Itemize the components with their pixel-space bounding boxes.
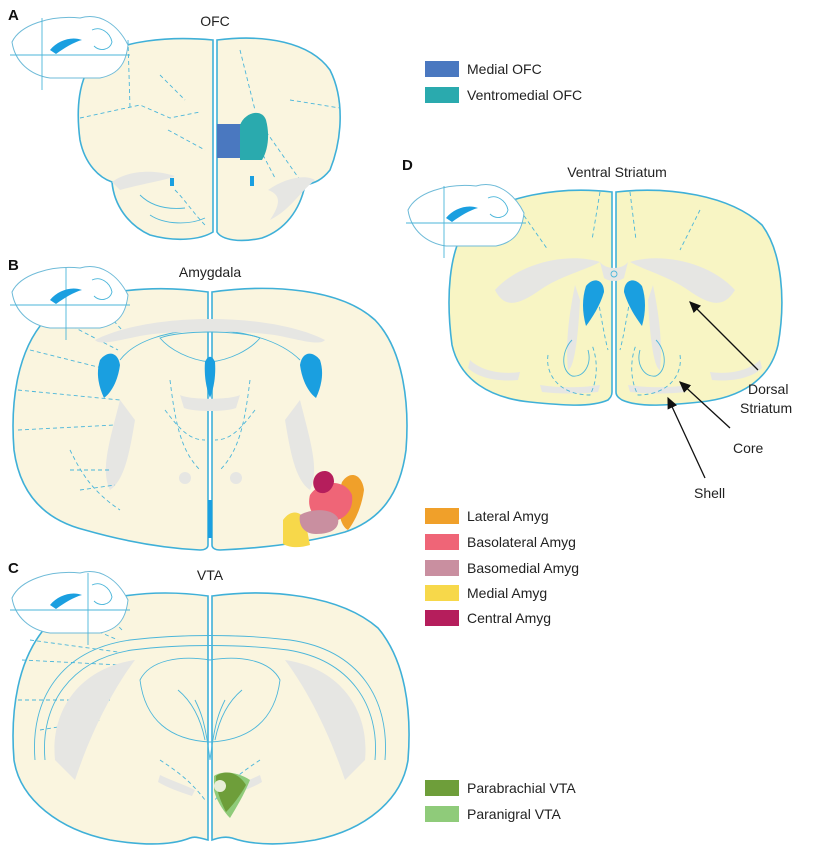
- ventromedial-ofc-region: [240, 112, 269, 160]
- legend-label-basolateral-amyg: Basolateral Amyg: [467, 534, 576, 550]
- panel-letter-a: A: [8, 7, 19, 24]
- shell-label: Shell: [694, 485, 725, 501]
- ofc-coronal-section: [77, 37, 341, 242]
- panel-letter-d: D: [402, 157, 413, 174]
- panel-title-amygdala: Amygdala: [179, 264, 241, 280]
- legend-vta: Parabrachial VTA Paranigral VTA: [425, 780, 576, 822]
- central-amyg-region: [313, 470, 334, 494]
- legend-label-ventromedial-ofc: Ventromedial OFC: [467, 87, 582, 103]
- legend-label-medial-amyg: Medial Amyg: [467, 585, 547, 601]
- vta-coronal-section: [12, 592, 410, 845]
- legend-swatch-paranigral-vta: [425, 806, 459, 822]
- legend-swatch-medial-amyg: [425, 585, 459, 601]
- basomedial-amyg-region: [299, 510, 339, 534]
- striatum-annotations: Dorsal Striatum Core Shell: [667, 301, 792, 501]
- sagittal-inset-c: [10, 571, 130, 645]
- striatum-coronal-section: [448, 189, 783, 406]
- legend-swatch-central-amyg: [425, 610, 459, 626]
- dorsal-striatum-arrow: [689, 301, 759, 371]
- panel-title-vta: VTA: [197, 567, 224, 583]
- legend-label-basomedial-amyg: Basomedial Amyg: [467, 560, 579, 576]
- panel-title-ventral-striatum: Ventral Striatum: [567, 164, 667, 180]
- panel-c: C VTA P: [8, 560, 576, 845]
- legend-swatch-basomedial-amyg: [425, 560, 459, 576]
- legend-amygdala: Lateral Amyg Basolateral Amyg Basomedial…: [425, 508, 579, 626]
- panel-d: D Ventral Striatum: [402, 157, 792, 501]
- legend-label-lateral-amyg: Lateral Amyg: [467, 508, 549, 524]
- sagittal-inset-b: [10, 266, 130, 340]
- dorsal-striatum-label-line2: Striatum: [740, 400, 792, 416]
- core-arrow: [679, 381, 731, 429]
- legend-swatch-ventromedial-ofc: [425, 87, 459, 103]
- sagittal-inset-d: [406, 184, 526, 258]
- shell-arrow: [667, 396, 706, 479]
- panel-letter-c: C: [8, 560, 19, 577]
- legend-ofc: Medial OFC Ventromedial OFC: [425, 61, 582, 103]
- legend-label-medial-ofc: Medial OFC: [467, 61, 542, 77]
- legend-label-central-amyg: Central Amyg: [467, 610, 551, 626]
- dorsal-striatum-label-line1: Dorsal: [748, 381, 788, 397]
- legend-swatch-medial-ofc: [425, 61, 459, 77]
- sagittal-inset-a: [10, 16, 130, 90]
- legend-label-parabrachial-vta: Parabrachial VTA: [467, 780, 576, 796]
- legend-swatch-parabrachial-vta: [425, 780, 459, 796]
- panel-a: A OFC Medial OFC: [8, 7, 582, 242]
- panel-letter-b: B: [8, 257, 19, 274]
- legend-swatch-lateral-amyg: [425, 508, 459, 524]
- panel-title-ofc: OFC: [200, 13, 230, 29]
- legend-swatch-basolateral-amyg: [425, 534, 459, 550]
- panel-b: B Amygdala: [8, 257, 579, 626]
- legend-label-paranigral-vta: Paranigral VTA: [467, 806, 562, 822]
- vta-inner-marker: [214, 780, 226, 792]
- amygdala-coronal-section: [12, 287, 408, 551]
- core-label: Core: [733, 440, 764, 456]
